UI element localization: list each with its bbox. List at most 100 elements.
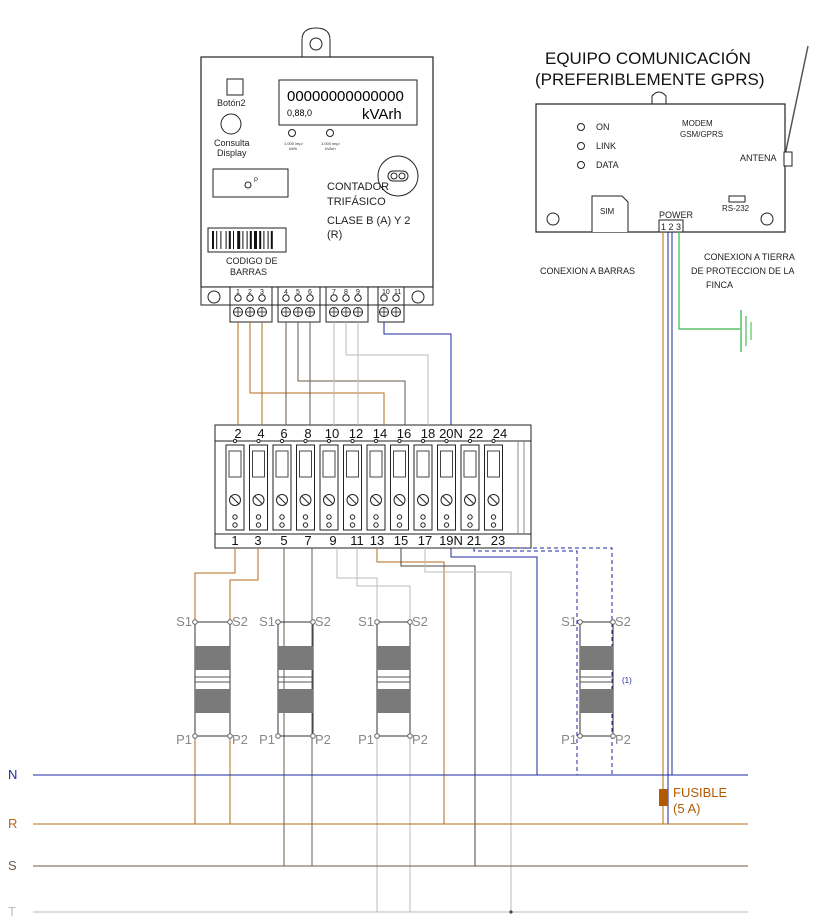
- barcode-bar: [254, 231, 257, 249]
- ct-p1-label: P1: [358, 732, 374, 747]
- terminal-window: [252, 450, 265, 478]
- terminal-screw-slot: [230, 495, 240, 505]
- terminal-top-dot: [373, 438, 379, 444]
- terminal-pin: [349, 514, 356, 520]
- phase-t-label: T: [8, 904, 16, 919]
- barcode-bar: [249, 231, 252, 249]
- ct-terminal: [192, 619, 198, 625]
- terminal-bottom-number: 3: [254, 533, 261, 548]
- neutral-label: N: [8, 767, 17, 782]
- ct-terminal: [374, 733, 380, 739]
- terminal-screw-slot: [489, 495, 498, 505]
- terminal-screw-slot: [465, 495, 475, 505]
- led-caption-1a: 1.000 imp/: [284, 141, 304, 146]
- terminal-pin: [326, 522, 332, 528]
- energy-meter: 00000000000000 0,88,0 kVArh Botón2 Consu…: [200, 27, 434, 323]
- ct-s1-label: S1: [358, 614, 374, 629]
- terminal-pin: [443, 522, 450, 528]
- terminal-bottom-number: 11: [350, 533, 364, 548]
- terminal-bottom-number: 17: [418, 533, 432, 548]
- terminal-screw-upper: [234, 294, 242, 302]
- ct-outline: [376, 621, 411, 737]
- terminal-pin: [302, 522, 309, 528]
- terminal-pin: [467, 514, 473, 520]
- ground-note-1: CONEXION A TIERRA: [704, 252, 795, 262]
- barcode-bar: [270, 231, 273, 249]
- ct-s1-label: S1: [561, 614, 577, 629]
- ground-note-2: DE PROTECCION DE LA: [691, 266, 795, 276]
- antenna-connector: [783, 151, 793, 167]
- fuse-label-1: FUSIBLE: [673, 785, 728, 800]
- terminal-top-dot: [256, 438, 261, 444]
- led-data-label: DATA: [596, 160, 619, 170]
- terminal-screw-upper: [258, 294, 266, 302]
- meter-terminal-number: 8: [344, 289, 348, 296]
- terminal-window: [275, 450, 289, 478]
- ct-p1-label: P1: [176, 732, 192, 747]
- ct-core-lower: [377, 689, 410, 713]
- meter-class-2: (R): [327, 229, 342, 241]
- bars-connection-label: CONEXION A BARRAS: [540, 266, 635, 276]
- ct-s2-label: S2: [412, 614, 428, 629]
- terminal-bottom-number: 19N: [439, 533, 463, 548]
- barcode-bar: [216, 231, 218, 249]
- terminal-pin: [279, 514, 285, 520]
- terminal-screw-slot: [277, 495, 287, 505]
- led-link-label: LINK: [596, 141, 616, 151]
- terminal-window: [346, 450, 359, 478]
- terminal-pin: [349, 522, 356, 528]
- terminal-pin: [420, 514, 426, 520]
- meter-title-2: TRIFÁSICO: [327, 195, 386, 208]
- ct-core-lower: [580, 689, 613, 713]
- terminal-top-number: 20N: [439, 426, 463, 441]
- modem-model-1: MODEM: [682, 119, 713, 128]
- meter-terminal-number: 3: [260, 289, 264, 296]
- ct-p2-label: P2: [615, 732, 631, 747]
- terminal-bottom-number: 21: [467, 533, 481, 548]
- terminal-bottom-number: 9: [329, 533, 336, 548]
- barcode-bar: [228, 231, 231, 249]
- terminal-top-number: 18: [421, 426, 435, 441]
- modem-title-2: (PREFERIBLEMENTE GPRS): [535, 70, 765, 89]
- fuse-label-2: (5 A): [673, 801, 700, 816]
- terminal-top-dot: [232, 438, 238, 444]
- terminal-screw-upper: [306, 294, 314, 302]
- meter-display: [278, 79, 418, 126]
- terminal-screw-slot: [348, 495, 357, 505]
- terminal-window: [228, 450, 242, 478]
- meter-button[interactable]: [226, 78, 244, 96]
- terminal-pin: [302, 514, 309, 520]
- barcode-bar: [263, 231, 265, 249]
- terminal-screw-slot: [301, 495, 310, 505]
- terminal-pin: [490, 522, 497, 528]
- consult-display-button[interactable]: [220, 113, 242, 135]
- terminal-screw-slot: [442, 495, 451, 505]
- power-label: POWER: [659, 210, 694, 220]
- fuse: [659, 789, 668, 806]
- meter-display-digits: 00000000000000: [287, 88, 404, 105]
- meter-terminal-number: 9: [356, 289, 360, 296]
- terminal-modules: [225, 438, 525, 534]
- terminal-top-number: 10: [325, 426, 339, 441]
- meter-terminal-number: 4: [284, 289, 288, 296]
- terminal-screw-slot: [418, 495, 428, 505]
- power-pins: 1 2 3: [661, 222, 681, 232]
- ct-terminal: [610, 619, 616, 625]
- terminal-pin: [232, 522, 238, 528]
- ct-core-lower: [195, 689, 230, 713]
- terminal-screw-upper: [294, 294, 302, 302]
- terminal-pin: [373, 522, 379, 528]
- terminal-window: [440, 450, 453, 478]
- ct-terminal: [192, 733, 198, 739]
- ct-s2-label: S2: [615, 614, 631, 629]
- seal-mark: P: [254, 178, 258, 184]
- communication-modem: EQUIPO COMUNICACIÓN (PREFERIBLEMENTE GPR…: [535, 45, 809, 233]
- ground-note-3: FINCA: [706, 280, 733, 290]
- antenna-mast: [783, 45, 809, 161]
- ct-core-upper: [195, 646, 230, 670]
- meter-terminal-number: 7: [332, 289, 336, 296]
- barcode-bar: [242, 231, 244, 249]
